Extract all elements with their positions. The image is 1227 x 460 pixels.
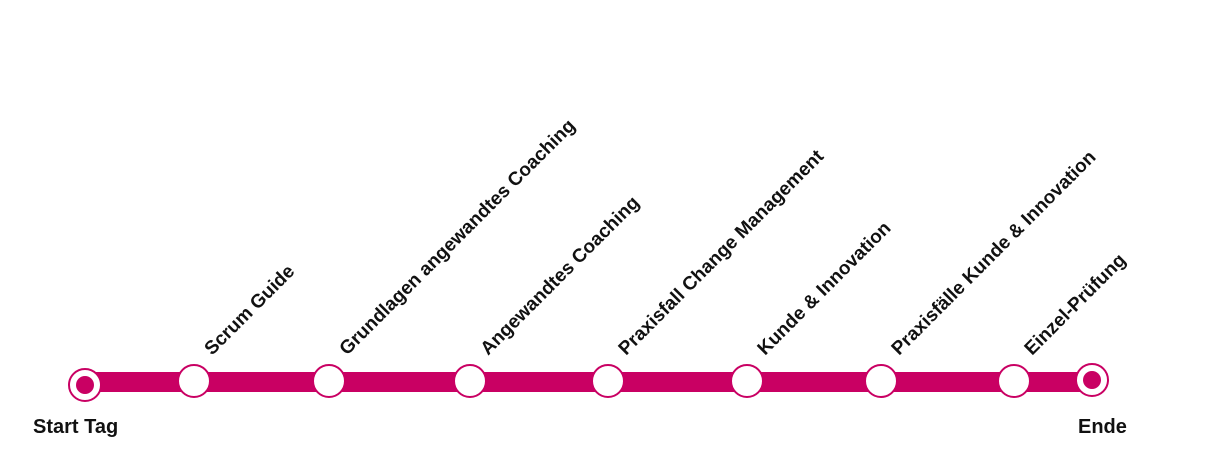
start-node bbox=[68, 368, 102, 402]
step-node bbox=[312, 364, 346, 398]
start-label: Start Tag bbox=[33, 416, 118, 438]
end-node bbox=[1075, 363, 1109, 397]
step-label: Angewandtes Coaching bbox=[477, 192, 644, 359]
step-node bbox=[177, 364, 211, 398]
step-label: Scrum Guide bbox=[201, 261, 299, 359]
step-node bbox=[591, 364, 625, 398]
step-label: Kunde & Innovation bbox=[754, 218, 896, 360]
step-node bbox=[997, 364, 1031, 398]
step-label: Einzel-Prüfung bbox=[1021, 250, 1131, 360]
start-dot bbox=[76, 376, 94, 394]
end-label: Ende bbox=[1078, 416, 1127, 438]
step-label: Grundlagen angewandtes Coaching bbox=[336, 116, 580, 360]
step-node bbox=[864, 364, 898, 398]
step-node bbox=[730, 364, 764, 398]
step-node bbox=[453, 364, 487, 398]
step-label: Praxisfälle Kunde & Innovation bbox=[888, 147, 1101, 360]
end-dot bbox=[1083, 371, 1101, 389]
timeline-track bbox=[85, 372, 1092, 392]
